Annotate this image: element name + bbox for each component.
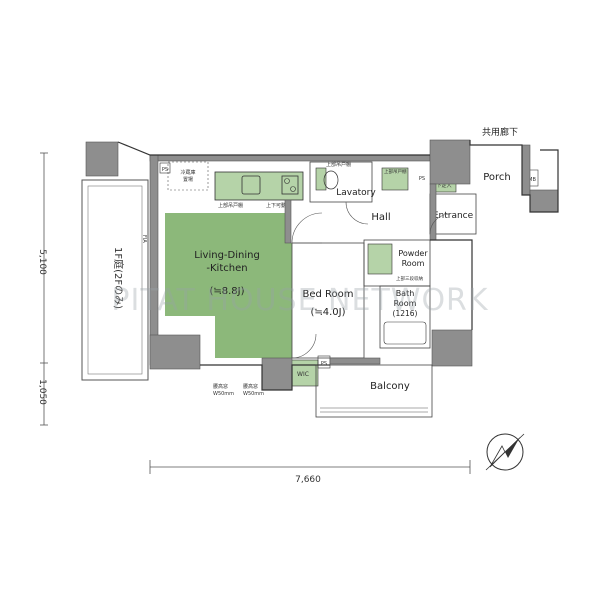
sink-icon (241, 175, 261, 195)
toilet-tank (315, 167, 327, 191)
mb-label: MB (528, 177, 536, 183)
stove-icon (281, 175, 299, 195)
shoe-note: 下足入 (436, 183, 451, 189)
dimension-lines (40, 152, 471, 474)
storage-note: 上部吊戸棚 (384, 168, 407, 175)
washer-space (367, 243, 393, 275)
lavatory-cabinet (381, 167, 409, 191)
room-living-1: Living-Dining (194, 250, 260, 261)
wall-outlines (117, 140, 559, 391)
room-hall: Hall (371, 212, 390, 223)
room-living-area: (≒8.8J) (209, 286, 244, 297)
room-bath-1: Bath (396, 289, 415, 298)
room-living-2: -Kitchen (206, 263, 247, 274)
bathtub-icon (383, 321, 427, 345)
ps-bottom-label: PS (321, 361, 327, 367)
ps-left-box (159, 162, 171, 174)
walls (85, 139, 559, 391)
dimension-total-width: 7,660 (295, 475, 321, 485)
ps-right-label: PS (419, 176, 425, 182)
north-compass-icon (485, 433, 525, 471)
kitchen-counter (214, 171, 304, 201)
bedroom-room (291, 242, 365, 359)
balcony-area (315, 364, 433, 418)
window-note-2b: W50mm (243, 391, 264, 397)
room-balcony: Balcony (370, 381, 410, 392)
room-entrance: Entrance (433, 211, 474, 221)
room-powder-2: Room (402, 259, 425, 268)
room-bath-size: (1216) (393, 309, 418, 318)
fridge-space (167, 161, 209, 191)
washer-note: 上部三段収納 (396, 275, 423, 282)
fridge-label-2: 置場 (183, 176, 193, 183)
room-lavatory: Lavatory (336, 188, 376, 198)
room-bath-2: Room (394, 299, 417, 308)
living-dining-kitchen-floor (165, 213, 292, 358)
window-note-1a: 腰高窓 (213, 383, 228, 390)
ps-left-label: PS (162, 167, 168, 173)
walkin-label: WIC (297, 371, 309, 378)
window-note-2a: 腰高窓 (243, 383, 258, 390)
room-powder-1: Powder (398, 249, 428, 258)
left-terrace (81, 179, 149, 381)
window-note-1b: W50mm (213, 391, 234, 397)
room-bedroom-area: (≒4.0J) (310, 307, 345, 318)
room-bedroom: Bed Room (302, 289, 353, 300)
dimension-depth-main: 5,100 (37, 249, 47, 275)
floor-note-1f: 1F庭(2Fのみ) (112, 247, 125, 309)
lavatory-upper-note: 上部吊戸棚 (326, 161, 351, 168)
dimension-depth-balcony: 1,050 (37, 379, 47, 405)
door-swings (291, 201, 451, 359)
room-porch: Porch (483, 172, 511, 183)
common-corridor: 共用廊下 (482, 126, 518, 138)
kitchen-upper-note: 上部吊戸棚 (218, 202, 243, 209)
fridge-label: 冷蔵庫 (180, 169, 195, 176)
lavatory-room (309, 161, 373, 203)
watermark: PITAT HOUSE NETWORK (111, 283, 488, 318)
toilet-icon (323, 170, 339, 190)
bath-room (379, 285, 431, 349)
fia-label: FIA (141, 235, 147, 243)
kitchen-lower-note: 上下可動棚 (266, 202, 291, 209)
